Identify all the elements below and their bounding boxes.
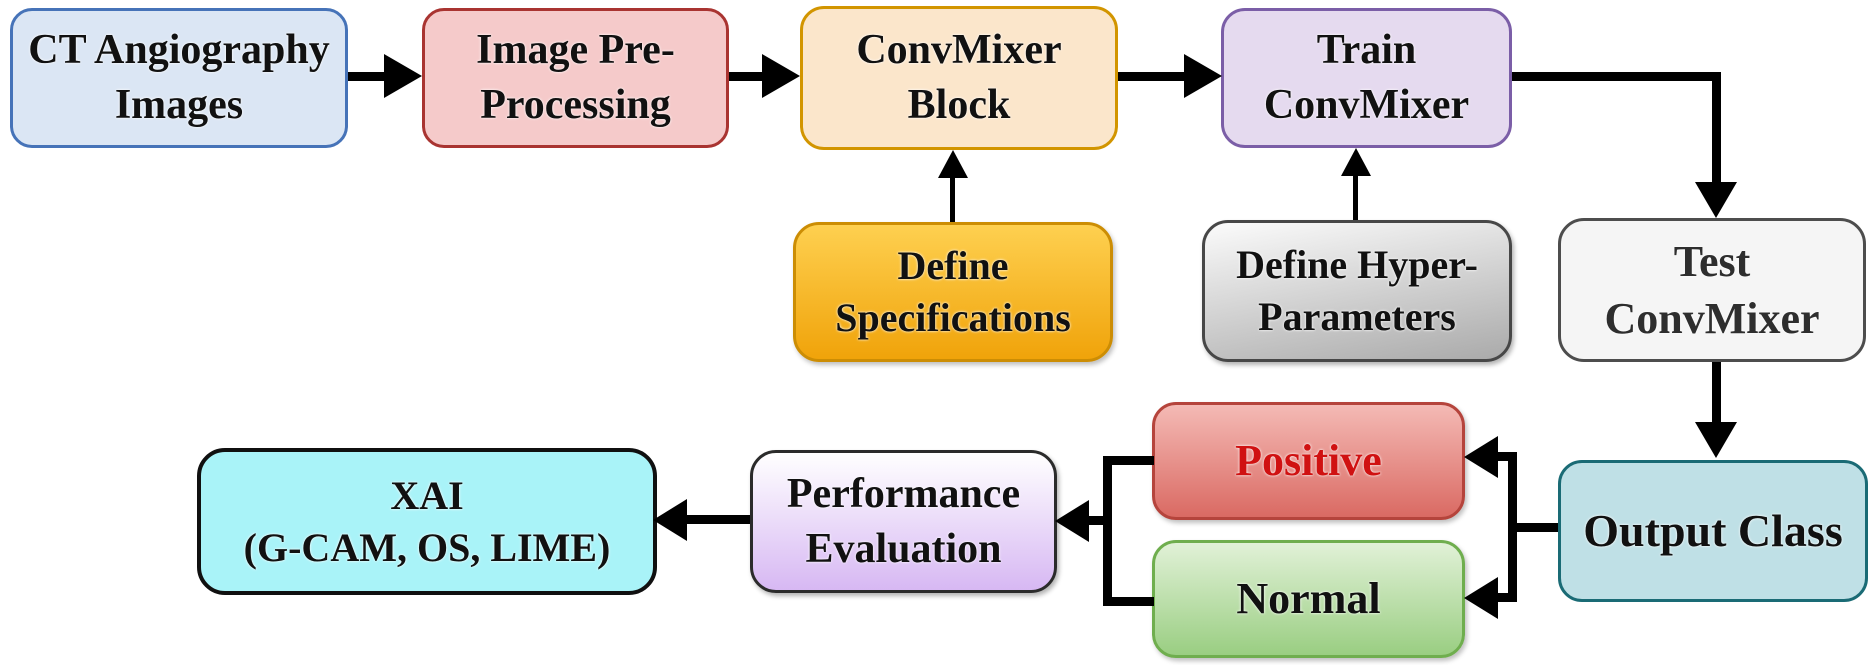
node-positive-label: Positive	[1235, 436, 1382, 486]
node-convmixer-block: ConvMixer Block	[800, 6, 1118, 150]
arrow-ct-to-preprocessing-shaft	[348, 72, 390, 81]
node-train-convmixer: Train ConvMixer	[1221, 8, 1512, 148]
classes-bracket-vertical	[1103, 456, 1112, 606]
output-class-to-positive-head-icon	[1464, 436, 1498, 478]
arrow-specifications-to-convmixer-block-shaft	[950, 176, 955, 222]
normal-to-bracket-shaft	[1110, 597, 1154, 606]
node-define-hyper-parameters: Define Hyper- Parameters	[1202, 220, 1512, 362]
positive-to-bracket-shaft	[1110, 456, 1154, 465]
node-define-specifications-label: Define Specifications	[835, 243, 1071, 340]
node-define-hyper-parameters-label: Define Hyper- Parameters	[1236, 242, 1478, 339]
arrow-specifications-to-convmixer-block-head-icon	[938, 150, 968, 178]
output-class-to-positive-shaft	[1494, 452, 1512, 461]
node-ct-angiography-images: CT Angiography Images	[10, 8, 348, 148]
arrow-train-to-test-horizontal-shaft	[1512, 72, 1721, 81]
node-train-convmixer-label: Train ConvMixer	[1263, 27, 1470, 128]
arrow-convmixer-block-to-train-head-icon	[1184, 54, 1222, 98]
arrow-test-to-output-class-head-icon	[1695, 422, 1737, 458]
node-ct-angiography-images-label: CT Angiography Images	[28, 27, 330, 128]
node-performance-evaluation: Performance Evaluation	[750, 450, 1057, 593]
output-class-to-normal-head-icon	[1464, 577, 1498, 619]
bracket-to-performance-head-icon	[1055, 500, 1089, 542]
node-performance-evaluation-label: Performance Evaluation	[786, 470, 1021, 572]
node-image-pre-processing-label: Image Pre- Processing	[476, 27, 675, 128]
bracket-to-performance-shaft	[1085, 516, 1107, 525]
node-xai-gcam-os-lime: XAI (G-CAM, OS, LIME)	[197, 448, 657, 595]
node-positive: Positive	[1152, 402, 1465, 520]
output-class-bracket-connector	[1512, 523, 1558, 532]
output-class-bracket-vertical	[1508, 452, 1517, 602]
node-test-convmixer: Test ConvMixer	[1558, 218, 1866, 362]
node-xai-gcam-os-lime-label: XAI (G-CAM, OS, LIME)	[243, 472, 611, 570]
arrow-convmixer-block-to-train-shaft	[1118, 72, 1188, 81]
output-class-to-normal-shaft	[1494, 593, 1512, 602]
arrow-train-to-test-vertical-shaft	[1712, 72, 1721, 184]
node-test-convmixer-label: Test ConvMixer	[1604, 236, 1820, 343]
node-image-pre-processing: Image Pre- Processing	[422, 8, 729, 148]
arrow-ct-to-preprocessing-head-icon	[384, 54, 422, 98]
arrow-hyperparameters-to-train-shaft	[1353, 176, 1358, 220]
node-define-specifications: Define Specifications	[793, 222, 1113, 362]
node-normal-label: Normal	[1236, 574, 1381, 624]
arrow-preprocessing-to-convmixer-block-shaft	[729, 72, 768, 81]
arrow-performance-to-xai-shaft	[685, 515, 750, 524]
arrow-preprocessing-to-convmixer-block-head-icon	[762, 54, 800, 98]
node-convmixer-block-label: ConvMixer Block	[856, 27, 1062, 128]
node-output-class: Output Class	[1558, 460, 1868, 602]
arrow-train-to-test-head-icon	[1695, 182, 1737, 218]
arrow-test-to-output-class-shaft	[1712, 362, 1721, 424]
node-output-class-label: Output Class	[1583, 505, 1843, 557]
arrow-performance-to-xai-head-icon	[653, 499, 687, 541]
node-normal: Normal	[1152, 540, 1465, 658]
arrow-hyperparameters-to-train-head-icon	[1341, 148, 1371, 176]
